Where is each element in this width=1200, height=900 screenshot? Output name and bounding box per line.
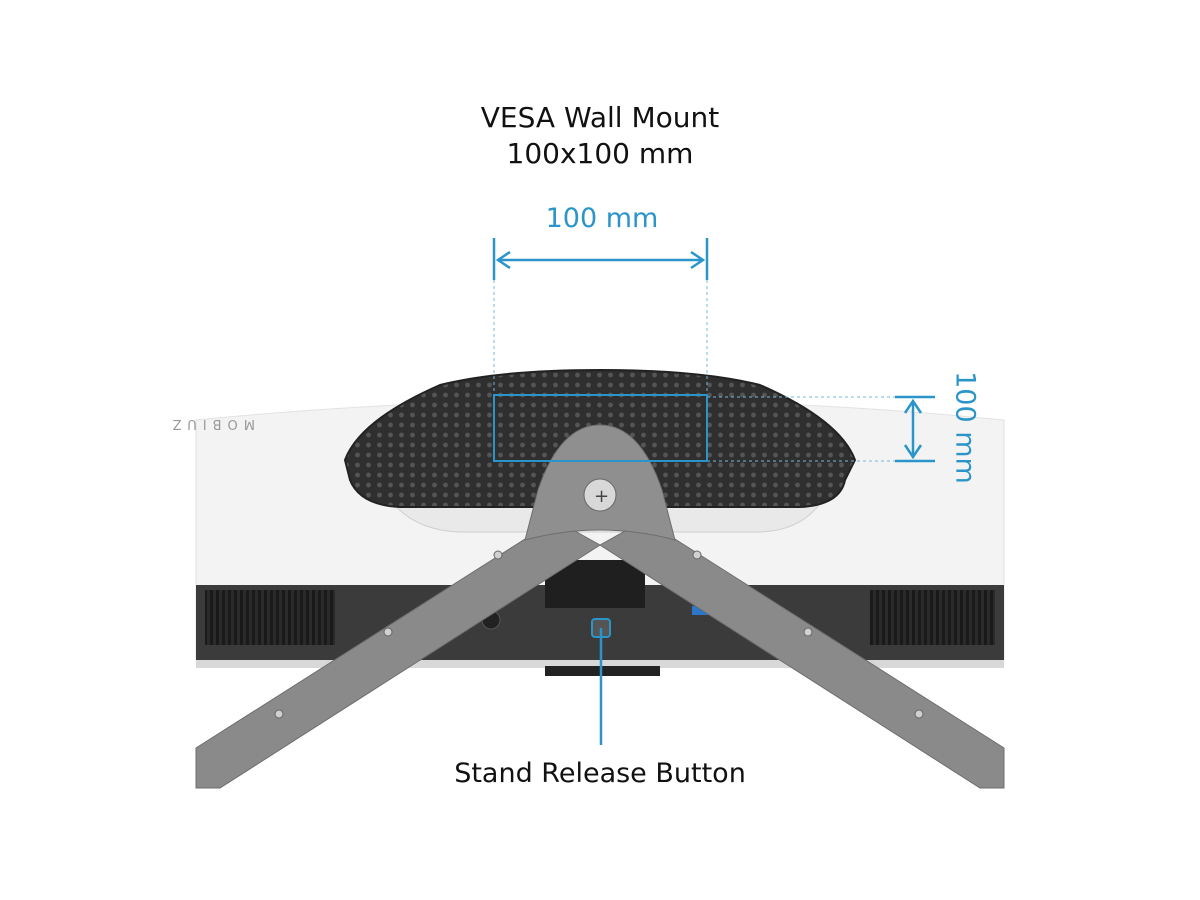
vesa-guide-lines xyxy=(493,280,935,462)
screw-plus-icon: + xyxy=(594,486,609,507)
vesa-mount-square xyxy=(493,394,708,462)
foot-pad xyxy=(545,666,660,676)
vertical-dimension-line xyxy=(895,395,935,463)
left-vent-grille xyxy=(205,590,335,645)
stand-leg-left xyxy=(195,519,601,789)
horizontal-dimension-label: 100 mm xyxy=(545,203,659,234)
brand-logo: MOBIUZ xyxy=(167,416,255,431)
vertical-dimension-label: 100 mm xyxy=(949,371,981,484)
vesa-heading-line1: VESA Wall Mount xyxy=(480,101,720,134)
right-vent-grille xyxy=(870,590,995,645)
horizontal-dimension-line xyxy=(492,238,709,280)
stand-leg-right xyxy=(599,519,1005,789)
vesa-heading: VESA Wall Mount 100x100 mm xyxy=(0,100,1200,172)
stand-screw xyxy=(583,478,617,512)
leg-screws xyxy=(274,550,924,719)
stand-release-caption: Stand Release Button xyxy=(454,758,746,789)
vesa-heading-line2: 100x100 mm xyxy=(506,137,694,170)
